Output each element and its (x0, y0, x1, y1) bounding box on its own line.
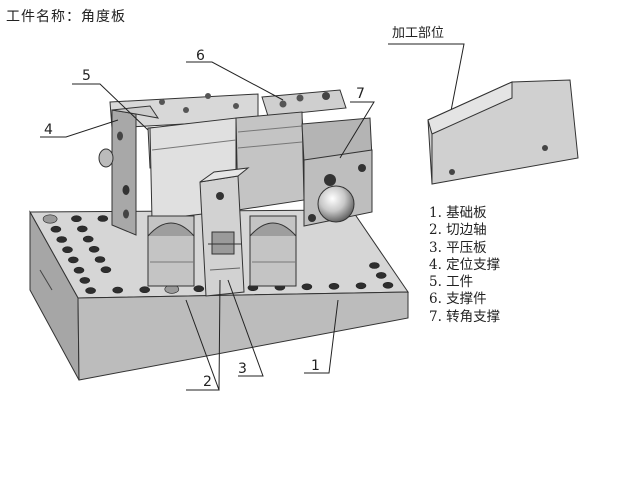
base-hole (82, 235, 94, 243)
base-hole (328, 282, 340, 290)
base-hole (73, 266, 85, 274)
drawing-title: 工件名称：角度板 (6, 9, 126, 25)
base-hole (97, 215, 109, 222)
parts-legend: 1. 基础板 2. 切边轴 3. 平压板 4. 定位支撑 5. 工件 6. 支撑… (429, 205, 500, 326)
base-hole (301, 283, 313, 291)
base-hole (355, 282, 367, 290)
callout-1: 1 (311, 358, 320, 374)
corner-support (301, 117, 373, 227)
base-hole (50, 225, 62, 233)
pressure-plate (199, 167, 250, 297)
base-hole (369, 262, 380, 269)
base-hole (79, 277, 91, 284)
base-hole (62, 246, 73, 253)
base-hole (100, 266, 112, 274)
base-hole (139, 286, 150, 294)
base-hole (68, 256, 79, 264)
legend-item: 4. 定位支撑 (429, 256, 501, 273)
callout-4: 4 (44, 122, 53, 138)
workpiece (147, 111, 307, 221)
callout-2: 2 (203, 374, 212, 390)
legend-item: 1. 基础板 (429, 205, 487, 221)
legend-item: 2. 切边轴 (429, 222, 487, 239)
base-hole (112, 286, 123, 294)
legend-item: 5. 工件 (429, 274, 474, 291)
base-hole (85, 287, 96, 294)
base-hole (94, 256, 106, 263)
callout-leaders (40, 61, 375, 391)
base-hole (77, 225, 88, 233)
legend-item: 3. 平压板 (429, 239, 487, 256)
cutting-shafts (147, 215, 297, 287)
base-hole (375, 272, 387, 279)
locating-support (98, 105, 160, 236)
machined-part-view (388, 43, 579, 185)
callout-7: 7 (356, 86, 365, 102)
base-hole (56, 236, 68, 243)
callout-6: 6 (196, 48, 205, 64)
base-hole (88, 246, 100, 253)
base-hole (382, 281, 394, 289)
legend-item: 7. 转角支撑 (429, 308, 501, 325)
base-hole (71, 215, 82, 222)
base-hole (193, 285, 205, 293)
callout-3: 3 (238, 361, 247, 377)
base-hole (42, 214, 58, 224)
legend-item: 6. 支撑件 (429, 291, 487, 308)
machining-area-label: 加工部位 (392, 26, 444, 41)
callout-5: 5 (82, 68, 91, 84)
